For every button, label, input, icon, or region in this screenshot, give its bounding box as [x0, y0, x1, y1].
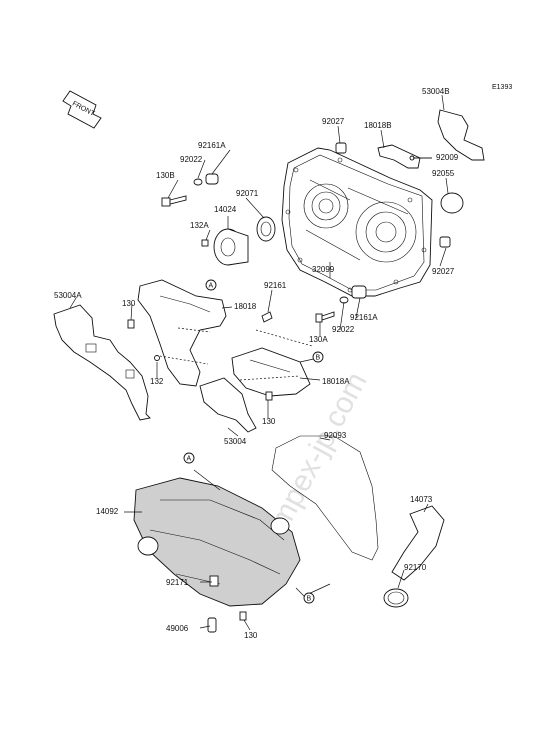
label-49006: 49006	[166, 624, 189, 633]
duct-18018A	[231, 347, 311, 397]
label-92027-top: 92027	[322, 117, 345, 126]
clamp-92170	[383, 588, 409, 608]
label-92009: 92009	[436, 153, 459, 162]
label-130-mid: 130	[262, 417, 276, 426]
label-92161A-mid: 92161A	[350, 313, 378, 322]
label-18018A: 18018A	[322, 377, 350, 386]
label-18018: 18018	[234, 302, 257, 311]
plug-49006	[207, 617, 217, 633]
pin-92161	[261, 311, 273, 323]
label-130-left: 130	[122, 299, 136, 308]
bolt-130A	[315, 311, 335, 323]
plate-53004	[199, 377, 257, 433]
callout-A-lower: A	[183, 452, 195, 464]
plate-53004A	[53, 304, 151, 421]
label-53004A: 53004A	[54, 291, 82, 300]
label-132A: 132A	[190, 221, 209, 230]
label-53004: 53004	[224, 437, 247, 446]
cover-14092	[133, 477, 301, 607]
label-14024: 14024	[214, 205, 237, 214]
bolt-92027-upper	[335, 142, 347, 154]
svg-text:A: A	[209, 283, 214, 290]
label-18018B: 18018B	[364, 121, 392, 130]
label-14073: 14073	[410, 495, 433, 504]
label-32099: 32099	[312, 265, 335, 274]
label-92055: 92055	[432, 169, 455, 178]
label-92161: 92161	[264, 281, 287, 290]
callout-B-lower: B	[303, 592, 315, 604]
cap-14024	[213, 228, 249, 266]
label-53004B: 53004B	[422, 87, 450, 96]
part-labels: 53004B 92027 18018B 92009 92161A 92022 1…	[54, 87, 459, 640]
plate-53004B	[437, 109, 485, 161]
o-ring-92055	[440, 192, 464, 214]
svg-text:B: B	[316, 355, 321, 362]
bracket-18018B	[377, 144, 432, 169]
front-arrow-icon: FRONT	[62, 90, 102, 129]
clutch-cover-32099	[281, 147, 433, 297]
label-130B: 130B	[156, 171, 175, 180]
label-92093: 92093	[324, 431, 347, 440]
callout-B-upper: B	[312, 351, 324, 363]
label-92022-mid: 92022	[332, 325, 355, 334]
bolt-130-lower	[239, 611, 247, 621]
label-92071: 92071	[236, 189, 259, 198]
label-130-bottom: 130	[244, 631, 258, 640]
bolt-92027-lower	[439, 236, 451, 248]
collar-92161A-upper	[193, 173, 219, 186]
collar-92161A-lower	[339, 285, 367, 304]
duct-14073	[391, 505, 445, 581]
label-92170: 92170	[404, 563, 427, 572]
label-92171: 92171	[166, 578, 189, 587]
callout-A-upper: A	[205, 279, 217, 291]
bolt-130B	[161, 195, 187, 207]
gasket-92093	[271, 435, 379, 561]
label-130A: 130A	[309, 335, 328, 344]
clip-132	[154, 355, 160, 361]
label-92161A-top: 92161A	[198, 141, 226, 150]
label-132: 132	[150, 377, 164, 386]
label-92027-right: 92027	[432, 267, 455, 276]
diagram-code: E1393	[492, 84, 512, 91]
svg-text:A: A	[187, 456, 192, 463]
drain-92171	[209, 575, 219, 587]
bolt-132A	[201, 239, 209, 247]
duct-18018	[137, 279, 227, 387]
label-92022-top: 92022	[180, 155, 203, 164]
label-14092: 14092	[96, 507, 119, 516]
svg-text:B: B	[307, 596, 312, 603]
seal-92071	[256, 216, 276, 242]
